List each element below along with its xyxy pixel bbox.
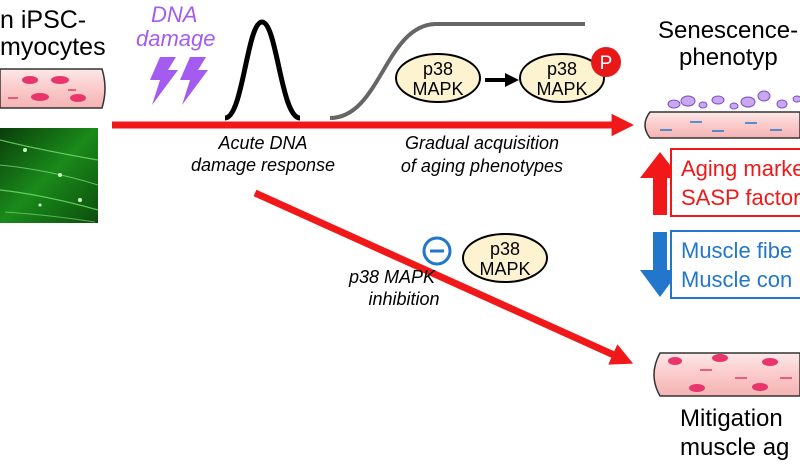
lightning-icon [150, 57, 208, 105]
right-bottom-line2: muscle ag [680, 434, 789, 461]
p38-node-b [519, 53, 605, 103]
aging-markers-box [670, 148, 800, 217]
right-top-line2: phenotyp [679, 44, 778, 71]
inhibition-label-line2: inhibition [368, 289, 439, 309]
muscle-function-box [670, 230, 800, 299]
acute-response-curve [224, 19, 301, 121]
p38-b-line1: p38 [547, 59, 577, 79]
cardiomyocyte-micrograph [0, 128, 99, 223]
p38-node-a [395, 53, 481, 103]
p38-node-c [462, 233, 548, 283]
p38-a-line2: MAPK [412, 79, 463, 99]
p38-c-line1: p38 [490, 239, 520, 259]
right-bottom-line1: Mitigation [680, 405, 783, 432]
dna-damage-line1: DNA [151, 2, 197, 27]
gradual-curve [329, 22, 585, 120]
left-title-line1: n iPSC- [0, 6, 86, 34]
mitigated-muscle-fiber [653, 352, 800, 397]
senescent-muscle-fiber [644, 90, 800, 139]
gradual-label-line2: of aging phenotypes [401, 156, 563, 176]
left-title-line2: myocytes [0, 33, 106, 61]
aging-markers-line1: Aging marke [681, 156, 800, 181]
inhibition-arrow [253, 189, 634, 365]
phospho-label: P [600, 53, 613, 74]
p38-b-line2: MAPK [536, 79, 587, 99]
aging-markers-line2: SASP factor [681, 185, 800, 210]
dna-damage-line2: damage [136, 26, 216, 51]
left-muscle-fiber [0, 68, 106, 109]
acute-label-line2: damage response [191, 155, 335, 175]
acute-label-line1: Acute DNA [217, 133, 307, 153]
p38-c-line2: MAPK [479, 259, 530, 279]
gradual-label-line1: Gradual acquisition [405, 133, 559, 153]
muscle-line1: Muscle fibe [681, 238, 792, 263]
p38-a-line1: p38 [423, 59, 453, 79]
phospho-badge [591, 47, 621, 77]
muscle-line2: Muscle con [681, 267, 792, 292]
inhibition-label-line1: p38 MAPK [348, 267, 436, 287]
right-top-line1: Senescence- [658, 17, 798, 44]
